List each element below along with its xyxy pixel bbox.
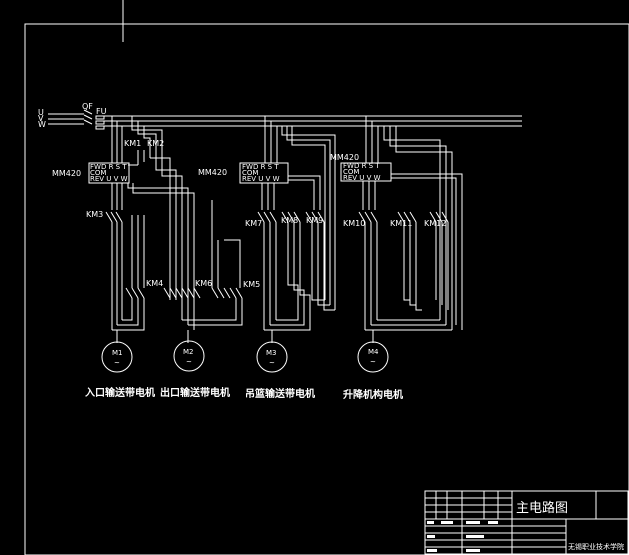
contactor-km1-label: KM1 — [124, 139, 141, 148]
contactor-km12-label: KM12 — [424, 219, 446, 228]
motor-m3: M3 ~ — [256, 341, 288, 373]
svg-text:REV U V W: REV U V W — [90, 175, 128, 183]
inverter-2-model: MM420 — [198, 168, 227, 177]
svg-text:COM: COM — [242, 169, 258, 177]
svg-text:FWD R S T: FWD R S T — [343, 162, 380, 170]
contactor-km10-label: KM10 — [343, 219, 365, 228]
svg-text:~: ~ — [114, 359, 120, 367]
drawing-frame — [24, 23, 629, 555]
inverter-1-model: MM420 — [52, 169, 81, 178]
contactor-km6-label: KM6 — [195, 279, 212, 288]
phase-v-label: V — [38, 114, 44, 123]
phase-w-label: W — [38, 120, 46, 129]
main-bus — [104, 115, 522, 127]
motor-m2: M2 ~ — [173, 340, 205, 372]
km1-km2-wiring — [128, 116, 183, 300]
inverter-2-output — [257, 126, 336, 331]
breaker-label: QF — [82, 102, 93, 111]
contactor-km8-label: KM8 — [281, 216, 298, 225]
phase-u-label: U — [38, 108, 44, 117]
motor-feeds — [116, 330, 374, 343]
svg-text:M4: M4 — [368, 348, 379, 356]
title-block-title: 主电路图 — [516, 500, 568, 516]
svg-text:COM: COM — [90, 169, 106, 177]
motor-m3-caption: 吊篮输送带电机 — [245, 387, 315, 400]
inverter-3-output — [358, 126, 463, 331]
svg-text:FWD R S T: FWD R S T — [90, 163, 127, 171]
motor-m4: M4 ~ — [357, 341, 389, 373]
inverter-3: MM420 FWD R S T COM REV U V W — [330, 153, 392, 182]
title-block-school: 无锡职业技术学院 — [568, 542, 624, 551]
svg-text:REV U V W: REV U V W — [242, 175, 280, 183]
fuse-label: FU — [96, 107, 107, 116]
contactor-km5-label: KM5 — [243, 280, 260, 289]
svg-text:M3: M3 — [266, 349, 277, 357]
contactor-km9-label: KM9 — [306, 216, 323, 225]
title-block — [424, 490, 629, 555]
svg-text:FWD R S T: FWD R S T — [242, 163, 279, 171]
breaker-symbol — [48, 109, 93, 125]
contactor-km7-label: KM7 — [245, 219, 262, 228]
motor-m1-caption: 入口输送带电机 — [85, 386, 155, 399]
inverter-2: MM420 FWD R S T COM REV U V W — [198, 162, 289, 184]
contactor-km3-label: KM3 — [86, 210, 103, 219]
motor-m1: M1 ~ — [101, 341, 133, 373]
svg-text:~: ~ — [370, 358, 376, 366]
contactor-km4-label: KM4 — [146, 279, 163, 288]
km4-km5-km6-contacts — [112, 200, 243, 331]
svg-text:M1: M1 — [112, 349, 123, 357]
svg-text:M2: M2 — [183, 348, 194, 356]
motor-m2-caption: 出口输送带电机 — [160, 386, 230, 399]
inverter-3-model: MM420 — [330, 153, 359, 162]
svg-text:COM: COM — [343, 168, 359, 176]
bus-drops — [111, 116, 379, 163]
motor-m4-caption: 升降机构电机 — [343, 388, 403, 401]
inverter-1-output — [105, 183, 195, 330]
fuse-symbol — [95, 115, 105, 130]
svg-text:REV U V W: REV U V W — [343, 174, 381, 182]
svg-text:~: ~ — [186, 358, 192, 366]
svg-text:~: ~ — [269, 359, 275, 367]
inverter-1: MM420 FWD R S T COM REV U V W — [52, 162, 130, 184]
contactor-km11-label: KM11 — [390, 219, 412, 228]
